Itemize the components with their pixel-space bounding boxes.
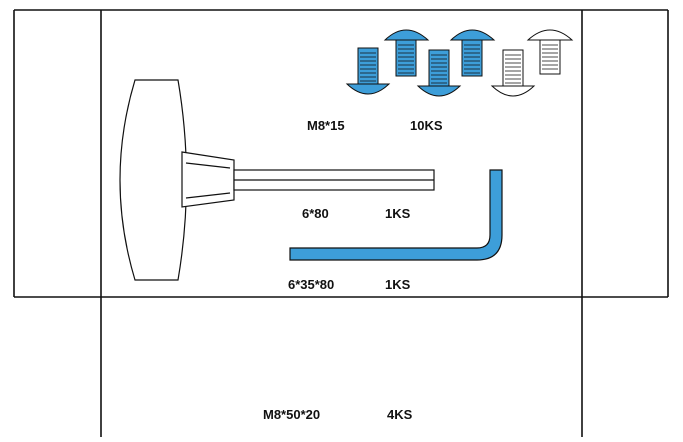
part-spec-l-key: 6*35*80 — [288, 277, 335, 292]
part-spec-bottom: M8*50*20 — [263, 407, 321, 422]
part-spec-t-handle: 6*80 — [302, 206, 329, 221]
part-qty-screws: 10KS — [410, 118, 443, 133]
l-hex-key-icon — [289, 169, 503, 261]
part-qty-l-key: 1KS — [385, 277, 411, 292]
part-qty-bottom: 4KS — [387, 407, 413, 422]
t-handle-hex-key-icon — [119, 79, 435, 281]
button-head-screws-icon — [345, 29, 574, 97]
frame — [13, 9, 669, 437]
part-spec-screws: M8*15 — [307, 118, 345, 133]
part-qty-t-handle: 1KS — [385, 206, 411, 221]
